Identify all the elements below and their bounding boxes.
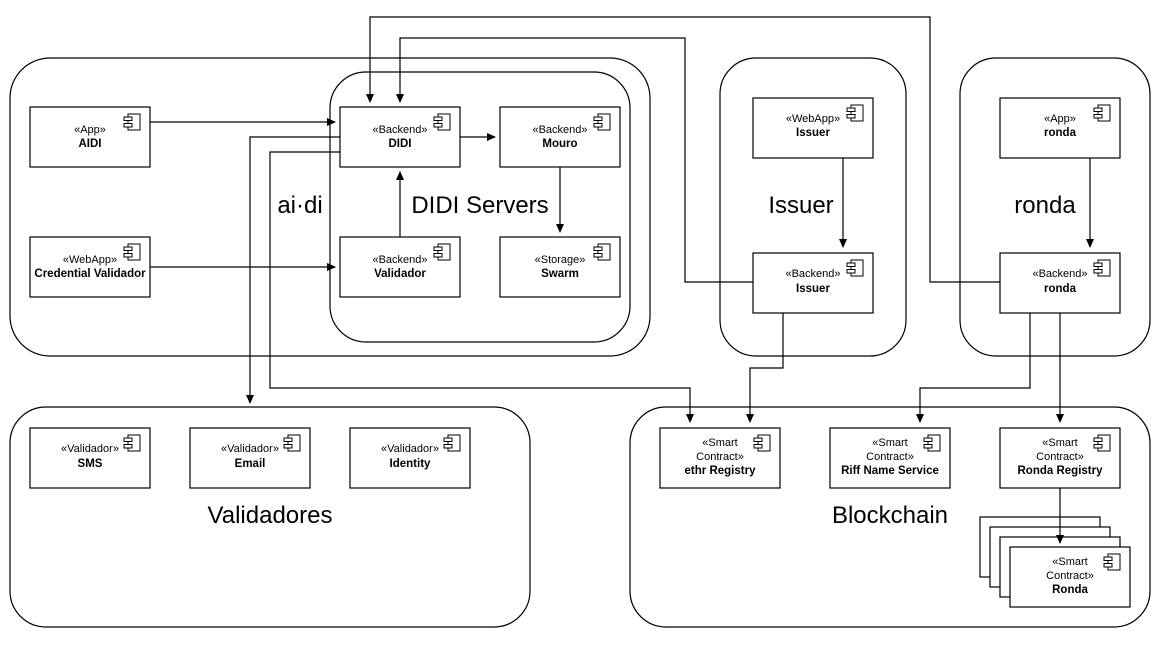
- component-name: Email: [235, 458, 266, 470]
- stereotype: «Backend»: [372, 254, 427, 266]
- component-name: Riff Name Service: [841, 465, 939, 477]
- component-sc-ronda[interactable]: «Smart Contract» Ronda: [1009, 546, 1131, 608]
- component-name: Identity: [390, 458, 431, 470]
- stereotype: «Storage»: [535, 254, 586, 266]
- component-validador-identity[interactable]: «Validador» Identity: [349, 427, 471, 489]
- stereotype: «WebApp»: [786, 113, 840, 125]
- group-label-validadores: Validadores: [208, 502, 333, 529]
- component-app-ronda[interactable]: «App» ronda: [999, 97, 1121, 159]
- edge-backend-ronda-to-didi: [366, 16, 1000, 283]
- stereotype-line-2: Contract»: [1036, 451, 1084, 463]
- stereotype-line-1: «Smart: [1052, 556, 1087, 568]
- component-storage-swarm[interactable]: «Storage» Swarm: [499, 236, 621, 298]
- component-backend-didi[interactable]: «Backend» DIDI: [339, 106, 461, 168]
- component-name: Ronda: [1052, 584, 1088, 596]
- component-name: Ronda Registry: [1018, 465, 1104, 477]
- edge-backend-issuer-to-didi: [396, 37, 753, 283]
- group-label-didi-servers: DIDI Servers: [411, 192, 548, 219]
- component-name: ronda: [1044, 283, 1077, 295]
- component-name: Issuer: [796, 283, 830, 295]
- component-name: Validador: [374, 268, 426, 280]
- group-label-aidi: ai·di: [277, 192, 322, 219]
- stereotype: «App»: [74, 124, 106, 136]
- stereotype: «Validador»: [61, 443, 119, 455]
- component-backend-issuer[interactable]: «Backend» Issuer: [752, 252, 874, 314]
- component-sc-ethr-registry[interactable]: «Smart Contract» ethr Registry: [659, 427, 781, 489]
- stereotype: «Validador»: [221, 443, 279, 455]
- stereotype: «WebApp»: [63, 254, 117, 266]
- component-backend-ronda[interactable]: «Backend» ronda: [999, 252, 1121, 314]
- component-backend-mouro[interactable]: «Backend» Mouro: [499, 106, 621, 168]
- component-app-aidi[interactable]: «App» AIDI: [29, 106, 151, 168]
- stereotype-line-1: «Smart: [872, 437, 907, 449]
- component-webapp-issuer[interactable]: «WebApp» Issuer: [752, 97, 874, 159]
- stereotype-line-2: Contract»: [866, 451, 914, 463]
- edge-backend-ronda-to-riff: [916, 313, 1031, 423]
- stereotype-line-1: «Smart: [1042, 437, 1077, 449]
- component-name: Mouro: [542, 138, 577, 150]
- edge-didi-to-validadores: [246, 136, 340, 404]
- stereotype-line-2: Contract»: [696, 451, 744, 463]
- edge-backend-issuer-to-ethr-registry: [746, 313, 784, 423]
- component-name: Swarm: [541, 268, 579, 280]
- group-label-blockchain: Blockchain: [832, 502, 948, 529]
- stereotype: «Validador»: [381, 443, 439, 455]
- stereotype-line-1: «Smart: [702, 437, 737, 449]
- group-label-ronda: ronda: [1014, 192, 1076, 219]
- stereotype: «Backend»: [785, 268, 840, 280]
- stereotype: «Backend»: [372, 124, 427, 136]
- component-name: AIDI: [79, 138, 102, 150]
- component-sc-riff-name-service[interactable]: «Smart Contract» Riff Name Service: [829, 427, 951, 489]
- group-label-issuer: Issuer: [768, 192, 833, 219]
- component-name: DIDI: [389, 138, 412, 150]
- component-name: ronda: [1044, 127, 1077, 139]
- edge-didi-to-ethr-registry: [269, 151, 694, 423]
- component-validador-email[interactable]: «Validador» Email: [189, 427, 311, 489]
- component-name: Credential Validador: [34, 268, 146, 280]
- stereotype: «App»: [1044, 113, 1076, 125]
- component-name: ethr Registry: [685, 465, 757, 477]
- component-name: SMS: [78, 458, 103, 470]
- component-backend-validador[interactable]: «Backend» Validador: [339, 236, 461, 298]
- component-name: Issuer: [796, 127, 830, 139]
- component-sc-ronda-registry[interactable]: «Smart Contract» Ronda Registry: [999, 427, 1121, 489]
- stereotype: «Backend»: [1032, 268, 1087, 280]
- stereotype-line-2: Contract»: [1046, 570, 1094, 582]
- stereotype: «Backend»: [532, 124, 587, 136]
- component-validador-sms[interactable]: «Validador» SMS: [29, 427, 151, 489]
- component-webapp-credential-validador[interactable]: «WebApp» Credential Validador: [29, 236, 151, 298]
